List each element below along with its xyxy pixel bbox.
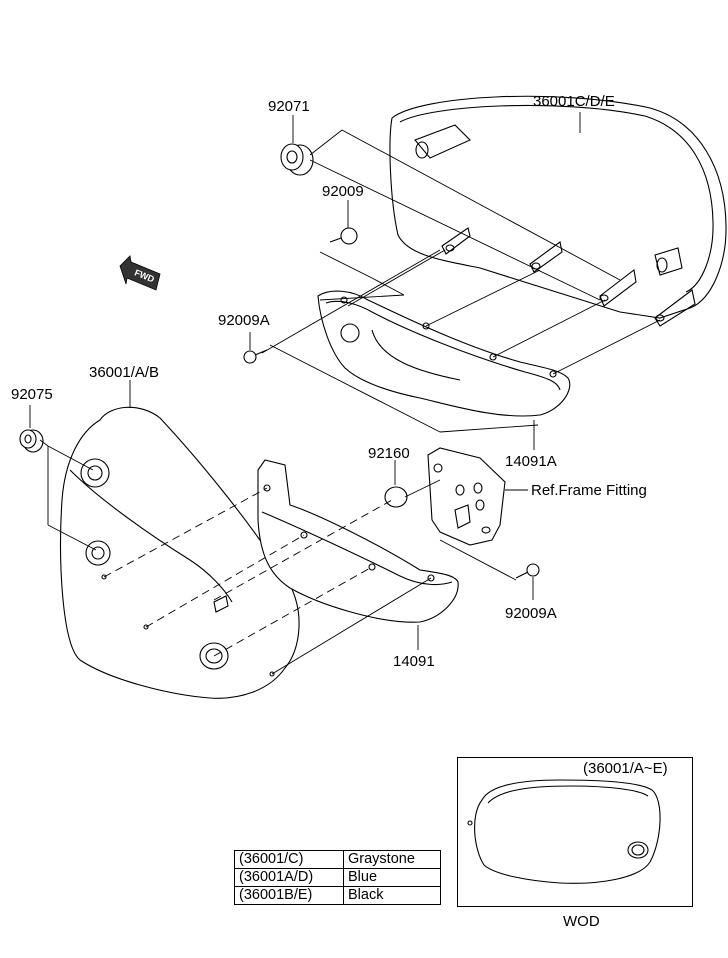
label-36001cde: 36001C/D/E: [533, 93, 615, 110]
wod-cover-drawing: [467, 779, 661, 884]
label-92071: 92071: [268, 98, 310, 115]
table-row: (36001A/D) Blue: [234, 868, 441, 887]
color-table: (36001/C) Graystone (36001A/D) Blue (360…: [234, 850, 441, 905]
label-14091a: 14091A: [505, 453, 557, 470]
table-cell-color: Black: [343, 886, 441, 905]
wod-inset-title: (36001/A~E): [583, 760, 668, 777]
left-side-cover: [60, 406, 300, 699]
label-92075: 92075: [11, 386, 53, 403]
bolt-92009a-bottom: [515, 563, 540, 579]
table-row: (36001/C) Graystone: [234, 850, 441, 869]
label-14091: 14091: [393, 653, 435, 670]
grommet-92160: [384, 486, 408, 508]
leader-lines: [29, 112, 661, 675]
fwd-arrow-icon: FWD: [119, 255, 161, 291]
label-36001ab: 36001/A/B: [89, 364, 159, 381]
grommet-92071: [280, 143, 314, 176]
bolt-92009a-top: [243, 349, 268, 364]
label-92009a-top: 92009A: [218, 312, 270, 329]
label-92009: 92009: [322, 183, 364, 200]
label-ref-frame-fitting: Ref.Frame Fitting: [531, 482, 647, 499]
table-cell-color: Blue: [343, 868, 441, 887]
table-cell-color: Graystone: [343, 850, 441, 869]
table-row: (36001B/E) Black: [234, 886, 441, 905]
label-92160: 92160: [368, 445, 410, 462]
table-cell-code: (36001A/D): [234, 868, 344, 887]
frame-bracket: [427, 447, 506, 546]
table-cell-code: (36001/C): [234, 850, 344, 869]
bolt-92009: [329, 227, 358, 245]
right-side-cover: [389, 95, 727, 327]
label-92009a-bottom: 92009A: [505, 605, 557, 622]
wod-inset-caption: WOD: [563, 913, 600, 930]
inner-panel-14091a: [317, 290, 571, 417]
wod-inset-box: [457, 757, 693, 907]
table-cell-code: (36001B/E): [234, 886, 344, 905]
grommet-92075: [19, 429, 44, 453]
inner-panel-14091: [257, 459, 459, 623]
